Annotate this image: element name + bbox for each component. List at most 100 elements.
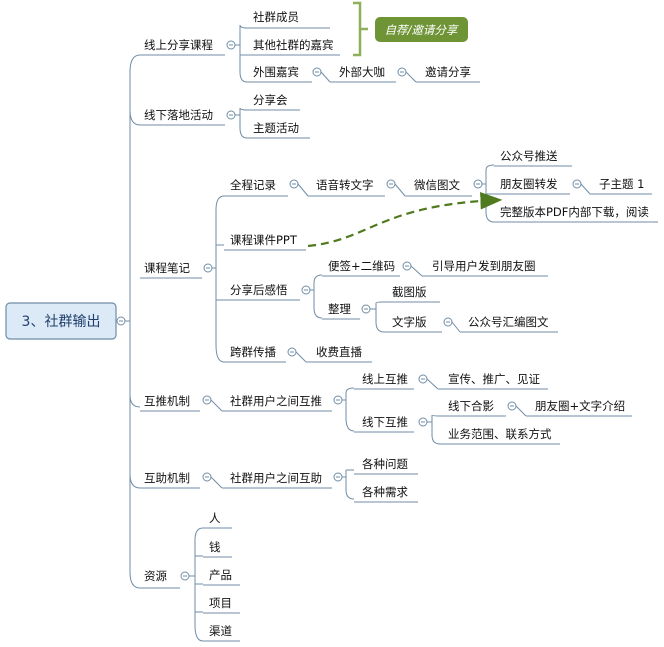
svg-text:收费直播: 收费直播 bbox=[316, 345, 362, 359]
branch-online-course[interactable]: 线上分享课程 bbox=[140, 38, 225, 56]
help-mutual-collapse-icon[interactable] bbox=[333, 472, 343, 482]
resource-people[interactable]: 人 bbox=[203, 511, 232, 529]
online-source-invite[interactable]: 邀请分享 bbox=[416, 65, 480, 83]
offline-events-collapse-icon[interactable] bbox=[226, 110, 236, 120]
svg-text:线上互推: 线上互推 bbox=[362, 372, 408, 386]
resource-project[interactable]: 项目 bbox=[203, 596, 240, 614]
svg-text:互助机制: 互助机制 bbox=[144, 471, 190, 485]
root-node[interactable]: 3、社群输出 bbox=[5, 302, 117, 340]
svg-text:子主题 1: 子主题 1 bbox=[599, 177, 644, 191]
notes-reflection[interactable]: 分享后感悟 bbox=[224, 283, 300, 301]
svg-text:产品: 产品 bbox=[209, 568, 232, 582]
cross-live[interactable]: 收费直播 bbox=[306, 345, 372, 363]
offline-business[interactable]: 业务范围、联系方式 bbox=[440, 427, 560, 445]
help-collapse-icon[interactable] bbox=[202, 472, 212, 482]
organize-compile[interactable]: 公众号汇编图文 bbox=[460, 315, 558, 333]
organize-collapse-icon[interactable] bbox=[361, 304, 371, 314]
branch-offline-events[interactable]: 线下落地活动 bbox=[140, 108, 225, 126]
svg-text:各种需求: 各种需求 bbox=[362, 485, 408, 499]
promo-online[interactable]: 线上互推 bbox=[354, 372, 414, 390]
organize-text-version[interactable]: 文字版 bbox=[384, 315, 442, 333]
summary-tag[interactable]: 自荐/邀请分享 bbox=[375, 17, 468, 42]
notes-cross[interactable]: 跨群传播 bbox=[224, 345, 286, 363]
outside-guests-collapse-icon[interactable] bbox=[312, 67, 322, 77]
svg-text:微信图文: 微信图文 bbox=[414, 178, 460, 192]
svg-text:渠道: 渠道 bbox=[209, 624, 232, 638]
svg-text:互推机制: 互推机制 bbox=[144, 394, 190, 408]
offline-moments-text[interactable]: 朋友圈+文字介绍 bbox=[526, 399, 632, 417]
svg-text:分享后感悟: 分享后感悟 bbox=[230, 283, 288, 297]
svg-text:全程记录: 全程记录 bbox=[230, 178, 276, 192]
promo-mutual-collapse-icon[interactable] bbox=[333, 395, 343, 405]
promo-mutual[interactable]: 社群用户之间互推 bbox=[222, 394, 332, 412]
branch-help[interactable]: 互助机制 bbox=[140, 471, 200, 489]
svg-text:社群用户之间互助: 社群用户之间互助 bbox=[230, 471, 322, 485]
promo-offline[interactable]: 线下互推 bbox=[354, 415, 414, 433]
record-pdf[interactable]: 完整版本PDF内部下载，阅读 bbox=[494, 205, 658, 223]
resources-collapse-icon[interactable] bbox=[180, 571, 190, 581]
reflection-note-qr[interactable]: 便签+二维码 bbox=[322, 259, 400, 277]
organize-screenshot[interactable]: 截图版 bbox=[384, 285, 440, 303]
svg-text:其他社群的嘉宾: 其他社群的嘉宾 bbox=[253, 38, 334, 52]
cross-collapse-icon[interactable] bbox=[287, 347, 297, 357]
svg-text:课程笔记: 课程笔记 bbox=[144, 261, 190, 275]
resource-money[interactable]: 钱 bbox=[203, 540, 232, 558]
promo-offline-collapse-icon[interactable] bbox=[418, 417, 428, 427]
record-moments[interactable]: 朋友圈转发 bbox=[494, 177, 570, 195]
reflection-guide-moments[interactable]: 引导用户发到朋友圈 bbox=[422, 259, 548, 277]
svg-text:朋友圈转发: 朋友圈转发 bbox=[500, 177, 558, 191]
svg-text:自荐/邀请分享: 自荐/邀请分享 bbox=[385, 23, 459, 37]
online-course-collapse-icon[interactable] bbox=[226, 40, 236, 50]
note-qr-collapse-icon[interactable] bbox=[402, 261, 412, 271]
root-collapse-icon[interactable] bbox=[116, 316, 126, 326]
svg-text:文字版: 文字版 bbox=[392, 315, 427, 329]
svg-text:项目: 项目 bbox=[209, 596, 232, 610]
offline-theme[interactable]: 主题活动 bbox=[247, 121, 310, 139]
branch-resources[interactable]: 资源 bbox=[140, 569, 180, 589]
relationship-arrow[interactable] bbox=[307, 191, 503, 248]
wechat-collapse-icon[interactable] bbox=[473, 179, 483, 189]
svg-text:外围嘉宾: 外围嘉宾 bbox=[253, 65, 299, 79]
reflection-collapse-icon[interactable] bbox=[301, 285, 311, 295]
offline-photo-collapse-icon[interactable] bbox=[507, 401, 517, 411]
notes-collapse-icon[interactable] bbox=[203, 263, 213, 273]
record-collapse-icon[interactable] bbox=[289, 179, 299, 189]
svg-text:资源: 资源 bbox=[144, 569, 167, 583]
speech-collapse-icon[interactable] bbox=[386, 179, 396, 189]
resource-product[interactable]: 产品 bbox=[203, 568, 240, 586]
svg-text:外部大咖: 外部大咖 bbox=[339, 65, 385, 79]
record-wechat[interactable]: 微信图文 bbox=[405, 178, 472, 197]
online-source-other-guests[interactable]: 其他社群的嘉宾 bbox=[247, 38, 340, 56]
promo-collapse-icon[interactable] bbox=[202, 395, 212, 405]
online-source-members[interactable]: 社群成员 bbox=[247, 10, 330, 29]
svg-text:课程课件PPT: 课程课件PPT bbox=[230, 233, 298, 247]
record-speech[interactable]: 语音转文字 bbox=[308, 178, 385, 197]
online-course-label: 线上分享课程 bbox=[144, 38, 213, 52]
reflection-organize[interactable]: 整理 bbox=[322, 302, 360, 320]
help-mutual[interactable]: 社群用户之间互助 bbox=[222, 471, 332, 489]
online-source-outside-guests[interactable]: 外围嘉宾 bbox=[247, 65, 312, 83]
moments-collapse-icon[interactable] bbox=[572, 179, 582, 189]
help-questions[interactable]: 各种问题 bbox=[354, 457, 418, 475]
svg-text:宣传、推广、见证: 宣传、推广、见证 bbox=[448, 372, 540, 386]
promo-online-collapse-icon[interactable] bbox=[418, 374, 428, 384]
record-official-push[interactable]: 公众号推送 bbox=[494, 149, 572, 167]
branch-notes[interactable]: 课程笔记 bbox=[140, 261, 202, 279]
branch-promo[interactable]: 互推机制 bbox=[140, 394, 200, 412]
text-version-collapse-icon[interactable] bbox=[443, 317, 453, 327]
svg-text:线下落地活动: 线下落地活动 bbox=[144, 108, 213, 122]
online-source-outside-vip[interactable]: 外部大咖 bbox=[330, 65, 396, 83]
svg-text:线下合影: 线下合影 bbox=[448, 399, 494, 413]
svg-text:语音转文字: 语音转文字 bbox=[316, 178, 374, 192]
offline-photo[interactable]: 线下合影 bbox=[440, 399, 506, 417]
notes-record[interactable]: 全程记录 bbox=[224, 178, 288, 197]
promo-online-items[interactable]: 宣传、推广、见证 bbox=[438, 372, 548, 390]
help-needs[interactable]: 各种需求 bbox=[354, 485, 418, 503]
notes-ppt[interactable]: 课程课件PPT bbox=[224, 233, 306, 251]
offline-sharing[interactable]: 分享会 bbox=[247, 93, 300, 111]
resource-channel[interactable]: 渠道 bbox=[203, 624, 240, 642]
record-subtopic[interactable]: 子主题 1 bbox=[590, 177, 652, 195]
svg-text:社群成员: 社群成员 bbox=[253, 10, 299, 24]
outside-vip-collapse-icon[interactable] bbox=[397, 67, 407, 77]
